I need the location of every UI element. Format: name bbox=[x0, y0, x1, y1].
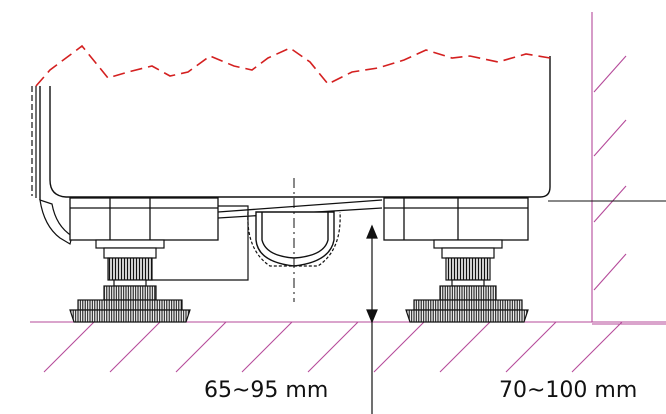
floor-clearance-label: 65~95 mm bbox=[204, 378, 329, 403]
floor-clearance-dimension bbox=[366, 224, 378, 414]
wall-hatching bbox=[591, 12, 666, 325]
left-adjustable-foot bbox=[69, 239, 191, 323]
cut-edge bbox=[35, 44, 551, 87]
appliance-body bbox=[31, 56, 551, 245]
floor-hatching bbox=[30, 321, 666, 373]
right-base-block bbox=[383, 197, 529, 241]
right-adjustable-foot bbox=[405, 239, 529, 323]
wall-clearance-label: 70~100 mm bbox=[499, 378, 638, 403]
left-base-block bbox=[69, 197, 249, 281]
